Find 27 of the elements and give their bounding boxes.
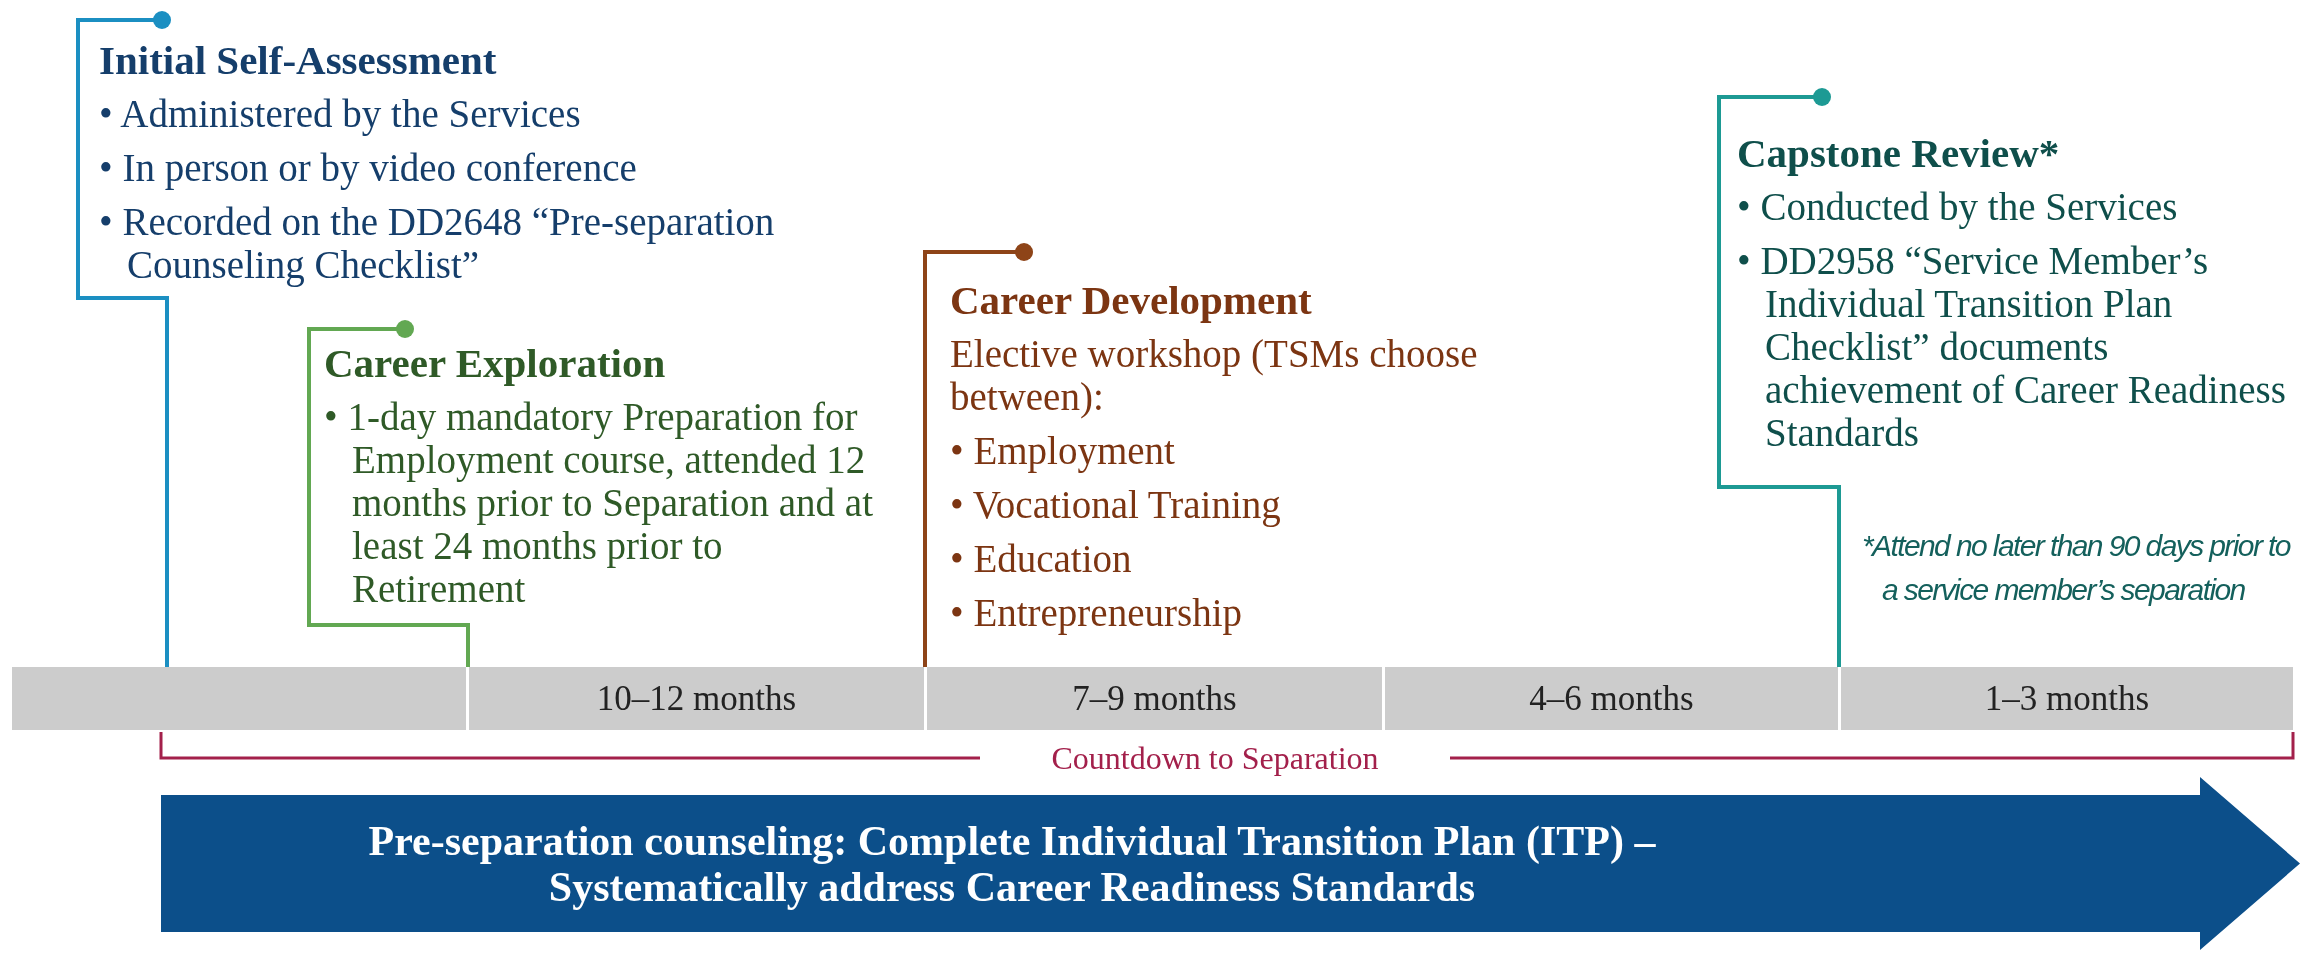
milestone-description: • Education: [950, 537, 1133, 580]
milestone-description: • Conducted by the Services: [1737, 185, 2179, 228]
milestone-description: • In person or by video conference: [99, 146, 638, 189]
leader-line: [1717, 88, 1841, 667]
milestone-description: • Employment: [950, 429, 1176, 472]
arrow-text: Pre-separation counseling: Complete Individual Transition Plan (ITP) – Systematically address Career Readiness Standards: [367, 817, 1657, 910]
milestone-description: • Vocational Training: [950, 483, 1282, 526]
timeline-segment: 7–9 months: [927, 667, 1382, 730]
milestone-description: • Entrepreneurship: [950, 591, 1243, 634]
milestone-heading: Career Development: [950, 278, 1313, 322]
milestone-description: • Administered by the Services: [99, 92, 582, 135]
milestone-heading: Career Exploration: [324, 341, 667, 385]
milestone-description: • DD2958 “Service Member’s Individual Transition Plan Checklist” documents achievement of Career Readiness Standards: [1737, 239, 2287, 454]
leader-line: [307, 320, 470, 667]
milestone-heading: Capstone Review*: [1737, 131, 2061, 175]
process-arrow: [161, 777, 2300, 950]
milestone-description: • 1-day mandatory Preparation for Employment course, attended 12 months prior to Separation and at least 24 months prior to Retirement: [324, 395, 874, 610]
milestone-description: • Recorded on the DD2648 “Pre-separation Counseling Checklist”: [99, 200, 776, 286]
timeline-segment: 1–3 months: [1841, 667, 2293, 730]
timeline-segment: 10–12 months: [469, 667, 924, 730]
footnote: *Attend no later than 90 days prior to a service member’s separation: [1862, 528, 2292, 608]
timeline-segment: 4–6 months: [1385, 667, 1838, 730]
milestone-heading: Initial Self-Assessment: [99, 38, 498, 82]
milestone-description: Elective workshop (TSMs choose between):: [950, 332, 1479, 418]
leader-line: [76, 11, 171, 667]
leader-line: [923, 243, 1033, 667]
empty-timeline-segment: [12, 667, 466, 730]
